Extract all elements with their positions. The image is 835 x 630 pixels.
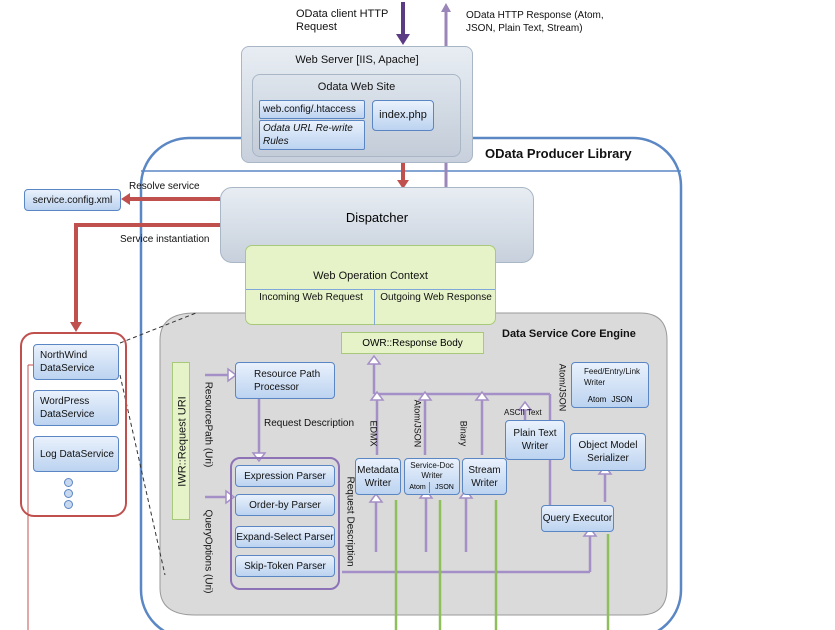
service-wordpress: WordPress DataService <box>33 390 119 426</box>
context-divider <box>246 289 495 290</box>
expand-select-parser-box: Expand-Select Parser <box>235 526 335 548</box>
parsers-group <box>230 457 340 590</box>
ascii-text-label: ASCII Text <box>504 408 542 417</box>
metadata-writer-box: Metadata Writer <box>355 458 401 495</box>
query-executor-box: Query Executor <box>541 505 614 532</box>
edmx-label: EDMX <box>368 420 379 447</box>
skip-token-parser-box: Skip-Token Parser <box>235 555 335 577</box>
web-context-box: Web Operation Context Incoming Web Reque… <box>245 245 496 325</box>
orderby-parser-box: Order-by Parser <box>235 494 335 516</box>
service-doc-json: JSON <box>435 484 454 491</box>
http-response-label: OData HTTP Response (Atom, JSON, Plain T… <box>466 10 604 34</box>
more-services-dots <box>64 478 73 509</box>
atom-json-label-2: Atom/JSON <box>557 363 568 412</box>
service-log: Log DataService <box>33 436 119 472</box>
context-split <box>374 289 375 325</box>
service-config-box: service.config.xml <box>24 189 121 211</box>
stream-writer-box: Stream Writer <box>462 458 507 495</box>
request-uri-box: IWR::Request URI <box>172 362 190 520</box>
plain-text-writer-box: Plain Text Writer <box>505 420 565 460</box>
index-php-box: index.php <box>372 100 434 131</box>
client-request-label: OData client HTTP Request <box>296 8 389 33</box>
request-description-label: Request Description <box>264 418 355 429</box>
outgoing-response-label: Outgoing Web Response (OWR) <box>380 292 492 303</box>
resource-path-label: ResourcePath (Uri) <box>202 381 214 468</box>
binary-label: Binary <box>458 420 469 447</box>
feed-writer-atom: Atom <box>587 395 607 404</box>
expression-parser-box: Expression Parser <box>235 465 335 487</box>
service-doc-atom: Atom <box>406 482 430 493</box>
query-options-label: QueryOptions (Uri) <box>202 509 214 594</box>
feed-writer-label: Feed/Entry/Link Writer <box>584 367 641 387</box>
rewrite-rules-box: Odata URL Re-write Rules <box>259 120 365 150</box>
feed-writer-json: JSON <box>611 395 633 404</box>
object-model-serializer-box: Object Model Serializer <box>570 433 646 471</box>
feed-writer-box: Feed/Entry/Link Writer <box>571 362 649 408</box>
service-doc-writer-label: Service-Doc Writer <box>410 461 454 480</box>
service-northwind: NorthWind DataService <box>33 344 119 380</box>
web-site-title: Odata Web Site <box>317 81 396 93</box>
producer-library-title: OData Producer Library <box>485 146 632 161</box>
core-engine-title: Data Service Core Engine <box>502 328 636 340</box>
service-doc-writer-box: Service-Doc Writer <box>404 458 460 495</box>
service-instantiation-label: Service instantiation <box>120 234 210 245</box>
resource-path-processor-box: Resource Path Processor <box>235 362 335 399</box>
response-body-box: OWR::Response Body <box>341 332 484 354</box>
web-context-title: Web Operation Context <box>313 270 428 282</box>
incoming-request-label: Incoming Web Request (IWR) <box>259 292 363 303</box>
atom-json-label-1: Atom/JSON <box>412 399 423 448</box>
web-server-title: Web Server [IIS, Apache] <box>295 54 419 66</box>
request-uri-label: IWR::Request URI <box>176 396 189 487</box>
data-services-group <box>20 332 127 517</box>
config-file-box: web.config/.htaccess <box>259 100 365 119</box>
resolve-service-label: Resolve service <box>129 181 200 192</box>
